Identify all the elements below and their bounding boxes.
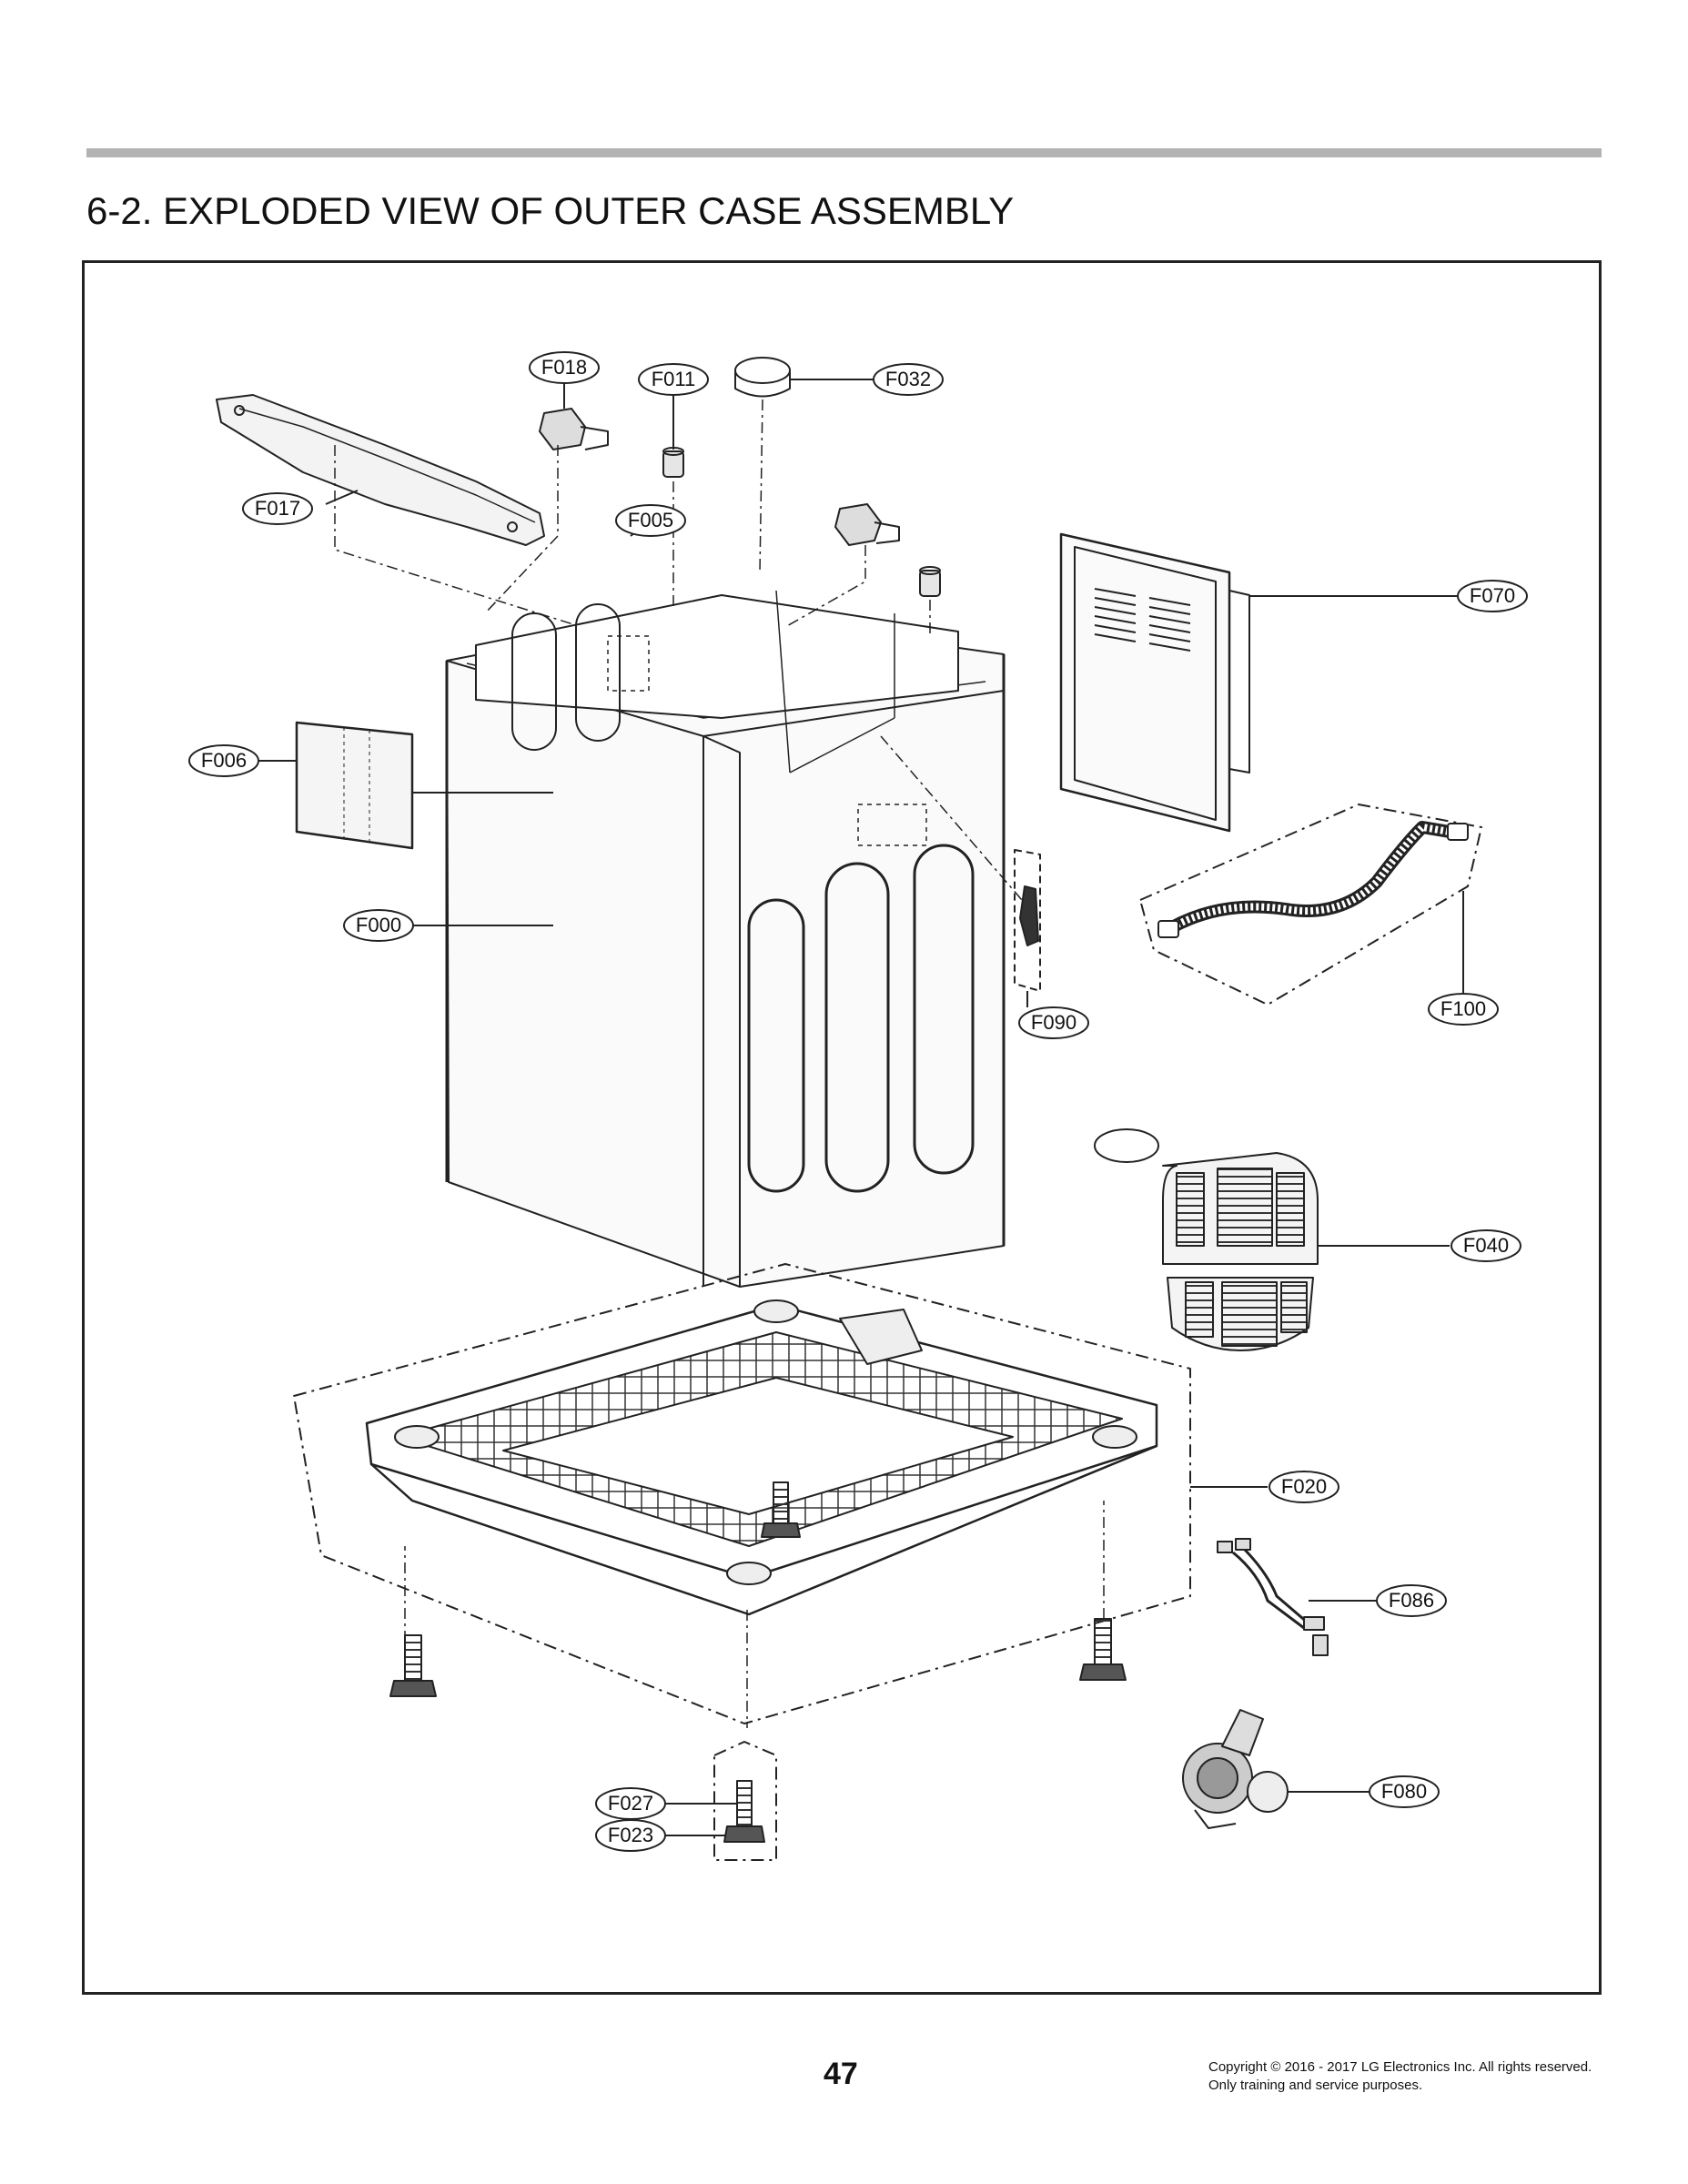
base-frame-part bbox=[293, 1263, 1191, 1724]
callout-f086: F086 bbox=[1389, 1589, 1434, 1612]
drain-hose-part bbox=[1139, 804, 1482, 1006]
rear-cover-part bbox=[1059, 532, 1250, 833]
leg-screw-center bbox=[761, 1481, 801, 1538]
callout-f023: F023 bbox=[608, 1824, 653, 1846]
callout-f080: F080 bbox=[1381, 1780, 1427, 1803]
side-panel-part bbox=[295, 721, 414, 850]
callout-f070: F070 bbox=[1470, 584, 1515, 607]
filter-cover-part bbox=[1162, 1152, 1319, 1351]
callout-f018: F018 bbox=[541, 356, 587, 379]
copyright-notice: Copyright © 2016 - 2017 LG Electronics I… bbox=[1208, 2059, 1592, 2093]
drain-pump-part bbox=[1182, 1709, 1289, 1829]
callout-f011: F011 bbox=[652, 368, 696, 390]
clamp-part bbox=[734, 357, 791, 398]
page-title: 6-2. EXPLODED VIEW OF OUTER CASE ASSEMBL… bbox=[86, 189, 1015, 232]
callout-f000: F000 bbox=[356, 914, 401, 936]
blank-oval bbox=[1094, 1128, 1159, 1163]
diagram-frame: F018 F011 F032 F017 F005 F070 F006 F000 … bbox=[82, 260, 1602, 1995]
header-rule bbox=[86, 148, 1602, 157]
callout-f040: F040 bbox=[1463, 1234, 1509, 1257]
side-bracket-part bbox=[1014, 849, 1041, 992]
leg-screw-detail bbox=[713, 1741, 777, 1861]
callout-f032: F032 bbox=[885, 368, 931, 390]
callout-f090: F090 bbox=[1031, 1011, 1076, 1034]
callout-f006: F006 bbox=[201, 749, 247, 772]
bushing-part-right bbox=[919, 566, 941, 597]
hinge-part-left bbox=[539, 408, 609, 450]
callout-f017: F017 bbox=[255, 497, 300, 520]
leg-screw-right bbox=[1079, 1618, 1127, 1681]
bushing-part-left bbox=[662, 447, 684, 478]
rear-bracket-part bbox=[216, 394, 545, 546]
cabinet-part bbox=[445, 590, 1006, 1288]
leg-screw-left bbox=[389, 1634, 437, 1697]
wire-harness-part bbox=[1217, 1538, 1329, 1656]
callout-f027: F027 bbox=[608, 1792, 653, 1815]
callout-f100: F100 bbox=[1440, 997, 1486, 1020]
callout-f020: F020 bbox=[1281, 1475, 1327, 1498]
hinge-part-right bbox=[834, 503, 900, 546]
exploded-view-diagram: F018 F011 F032 F017 F005 F070 F006 F000 … bbox=[188, 351, 1528, 1861]
callout-f005: F005 bbox=[628, 509, 673, 531]
page-number: 47 bbox=[824, 2057, 858, 2091]
